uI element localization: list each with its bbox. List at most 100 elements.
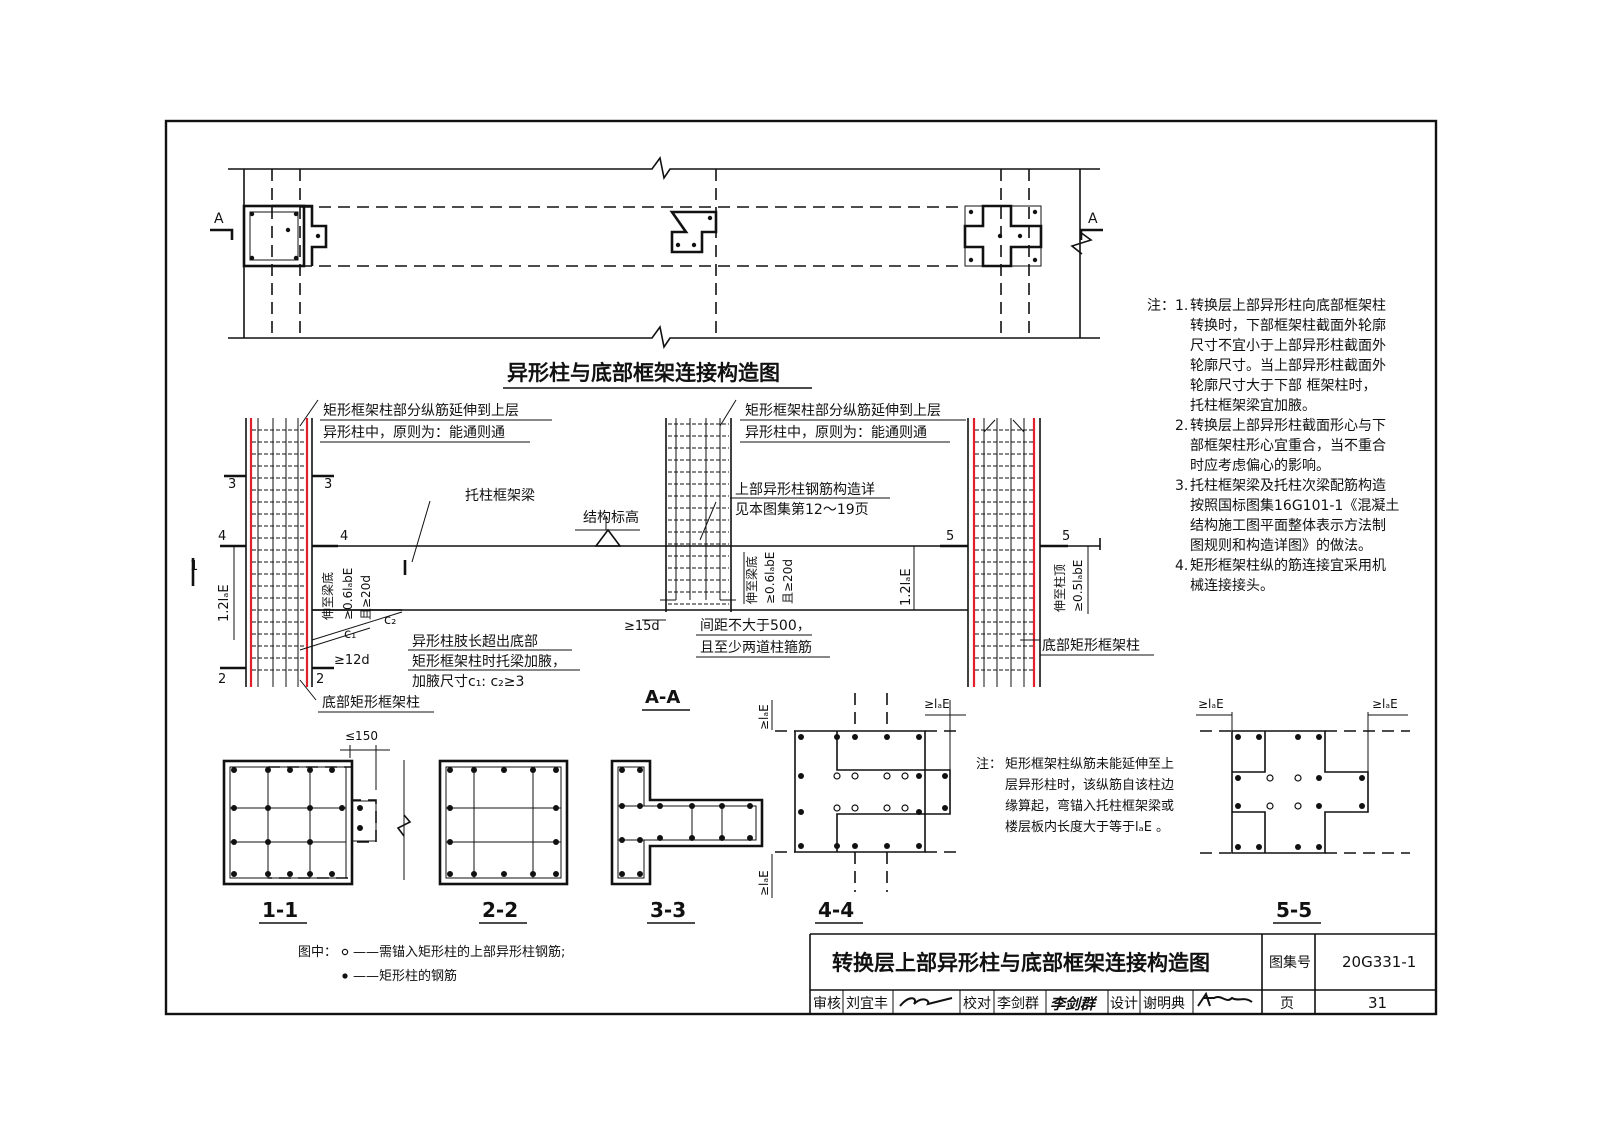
column-rebar-dot — [1316, 734, 1322, 740]
check-label: 校对 — [963, 995, 991, 1012]
column-rebar-dot — [231, 805, 237, 811]
section-5-5-label: 5-5 — [1276, 898, 1312, 922]
section-5-5-drawing — [1196, 712, 1410, 854]
column-rebar-dot — [916, 734, 922, 740]
anchored-rebar-dot — [1294, 774, 1302, 782]
beam-label: 托柱框架梁 — [465, 488, 535, 504]
column-rebar-dot — [719, 835, 725, 841]
note-line: 转换层上部异形柱向底部框架柱 — [1190, 297, 1386, 314]
note-number: 3. — [1175, 478, 1188, 494]
plan-view: A A — [210, 156, 1103, 350]
column-rebar-dot — [287, 871, 293, 877]
note-line: 按照国标图集16G101-1《混凝土 — [1190, 497, 1399, 514]
column-rebar-dot — [852, 843, 858, 849]
column-rebar-dot — [447, 839, 453, 845]
note-line: 轮廓尺寸。当上部异形柱截面外 — [1190, 357, 1386, 374]
note2-line-1: 矩形框架柱纵筋未能延伸至上 — [1005, 756, 1174, 772]
lae-44-top: ≥lₐE — [757, 704, 771, 730]
plan-title: 异形柱与底部框架连接构造图 — [507, 361, 780, 385]
column-rebar-dot — [553, 839, 559, 845]
column-rebar-dot — [265, 805, 271, 811]
anchored-rebar-dot — [851, 804, 859, 812]
column-rebar-dot — [231, 839, 237, 845]
atlas-label: 图集号 — [1269, 954, 1311, 971]
column-rebar-dot — [329, 767, 335, 773]
sec-mark-2-right: 2 — [316, 672, 324, 687]
bottom-col-left: 底部矩形框架柱 — [322, 695, 420, 711]
section-1-1-drawing — [222, 745, 412, 886]
sec-mark-2-left: 2 — [218, 672, 226, 687]
column-rebar-dot — [798, 773, 804, 779]
column-rebar-dot — [447, 767, 453, 773]
anchored-rebar-dot — [1294, 802, 1302, 810]
column-rebar-dot — [637, 871, 643, 877]
checker-signature: 李剑群 — [1050, 995, 1098, 1013]
dim-15d: ≥15d — [624, 619, 660, 634]
note-line: 轮廓尺寸大于下部 框架柱时， — [1190, 377, 1376, 394]
column-rebar-dot — [619, 767, 625, 773]
column-rebar-dot — [689, 803, 695, 809]
anchored-rebar-dot — [883, 804, 891, 812]
column-rebar-dot — [329, 871, 335, 877]
legend-solid-text: ——矩形柱的钢筋 — [353, 968, 457, 984]
column-rebar-dot — [834, 843, 840, 849]
section-2-2-label: 2-2 — [482, 898, 518, 922]
notes-head: 注： — [1147, 298, 1175, 314]
column-rebar-dot — [265, 871, 271, 877]
anchored-rebar-dot — [833, 804, 841, 812]
column-rebar-dot — [916, 809, 922, 815]
column-rebar-dot — [747, 835, 753, 841]
note-number: 2. — [1175, 418, 1188, 434]
column-rebar-dot — [798, 809, 804, 815]
sec-mark-4-left: 4 — [218, 529, 226, 544]
anchored-rebar-dot — [1266, 774, 1274, 782]
column-rebar-dot — [916, 843, 922, 849]
sec-mark-3-right: 3 — [324, 477, 332, 492]
designer-name: 谢明典 — [1143, 996, 1185, 1012]
note2-line-3: 缘算起，弯锚入托柱框架梁或 — [1005, 798, 1174, 814]
column-rebar-dot — [1316, 803, 1322, 809]
column-rebar-dot — [719, 803, 725, 809]
column-rebar-dot — [231, 871, 237, 877]
anchored-rebar-dot — [883, 772, 891, 780]
column-rebar-dot — [942, 773, 948, 779]
column-rebar-dot — [916, 773, 922, 779]
column-rebar-dot — [619, 871, 625, 877]
design-label: 设计 — [1110, 996, 1138, 1012]
atlas-number: 20G331-1 — [1342, 953, 1416, 971]
note-number: 4. — [1175, 558, 1188, 574]
note-line: 矩形框架柱纵的筋连接宜采用机 — [1190, 557, 1386, 574]
page-label: 页 — [1280, 996, 1294, 1012]
sec-mark-5-right: 5 — [1062, 529, 1070, 544]
column-rebar-dot — [884, 734, 890, 740]
note-line: 图规则和构造详图》的做法。 — [1190, 538, 1372, 554]
column-rebar-dot — [530, 871, 536, 877]
notes-block: 注：1.转换层上部异形柱向底部框架柱转换时，下部框架柱截面外轮廓尺寸不宜小于上部… — [1147, 297, 1399, 594]
left-top-note-2: 异形柱中，原则为：能通则通 — [323, 425, 505, 441]
column-rebar-dot — [1359, 803, 1365, 809]
anchored-rebar-dot — [901, 804, 909, 812]
column-rebar-dot — [553, 805, 559, 811]
note-line: 托柱框架梁及托柱次梁配筋构造 — [1190, 477, 1386, 494]
c1-label: c₁ — [344, 627, 356, 642]
stirrup-note-2: 且至少两道柱箍筋 — [700, 639, 812, 656]
column-rebar-dot — [1295, 734, 1301, 740]
c2-label: c₂ — [384, 613, 396, 628]
sec-mark-5-left: 5 — [946, 529, 954, 544]
column-rebar-dot — [942, 805, 948, 811]
column-rebar-dot — [471, 871, 477, 877]
designer-signature — [1197, 991, 1253, 1007]
column-rebar-dot — [1316, 775, 1322, 781]
column-rebar-dot — [501, 767, 507, 773]
column-rebar-dot — [798, 734, 804, 740]
anchor-left-3: 且≥20d — [359, 575, 373, 620]
column-rebar-dot — [637, 803, 643, 809]
column-rebar-dot — [1235, 844, 1241, 850]
column-rebar-dot — [637, 837, 643, 843]
titleblock-title: 转换层上部异形柱与底部框架连接构造图 — [832, 951, 1210, 975]
dim-12d: ≥12d — [334, 653, 370, 668]
anchor-left-1: 伸至梁底 — [320, 572, 335, 620]
haunch-note-3: 加腋尺寸c₁: c₂≥3 — [412, 674, 524, 690]
title-block — [809, 933, 1436, 1014]
